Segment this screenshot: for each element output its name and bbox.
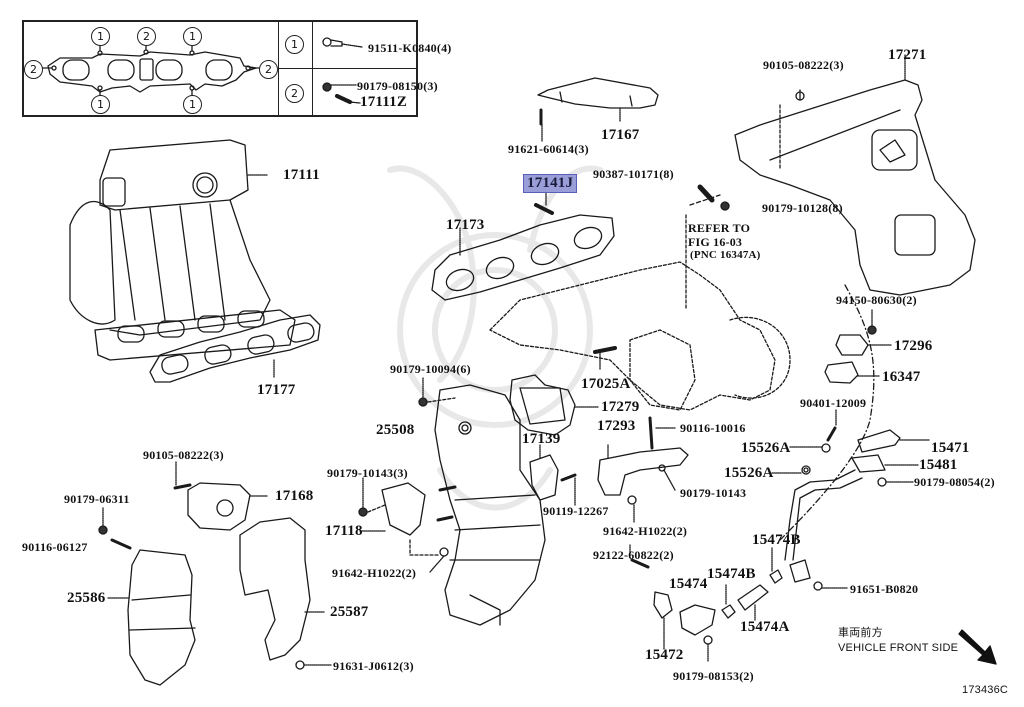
part-label[interactable]: 16347: [882, 369, 921, 385]
oil-return-hose-drawing: [629, 544, 783, 663]
part-label[interactable]: 15474A: [740, 619, 790, 635]
part-label-highlighted[interactable]: 17141J: [523, 174, 578, 193]
watermark-emblem: [387, 165, 603, 511]
refer-note-line2: FIG 16-03: [688, 235, 743, 249]
part-label[interactable]: 90401-12009: [800, 396, 867, 410]
part-label[interactable]: 25508: [376, 422, 415, 438]
part-label[interactable]: 17111Z: [360, 94, 408, 110]
intake-manifold-drawing: [69, 139, 296, 361]
part-label[interactable]: 91631-J0612(3): [333, 659, 414, 673]
part-label[interactable]: 25586: [67, 590, 106, 606]
part-label[interactable]: 91642-H1022(2): [332, 566, 417, 580]
legend-marker-circle: 1: [91, 95, 110, 114]
legend-row-marker: 1: [285, 35, 304, 54]
refer-note-line3[interactable]: (PNC 16347A): [690, 249, 761, 261]
part-label[interactable]: 90179-08054(2): [914, 475, 995, 489]
part-label[interactable]: 17271: [888, 47, 927, 63]
part-label[interactable]: 15474B: [752, 532, 801, 548]
part-label[interactable]: 15526A: [724, 465, 774, 481]
turbo-stud-bolt: [593, 184, 730, 371]
part-label[interactable]: 17025A: [581, 376, 631, 392]
part-label[interactable]: 90179-10128(8): [762, 201, 843, 215]
legend-divider: [278, 68, 416, 69]
bracket-17139-drawing: [529, 444, 577, 506]
legend-marker-circle: 2: [24, 60, 43, 79]
legend-nut-icon: [322, 82, 361, 104]
part-label[interactable]: 90179-10143(3): [327, 466, 408, 480]
legend-bolt-icon: [322, 37, 363, 48]
oil-pipe-drawing: [771, 409, 931, 591]
legend-marker-circle: 1: [183, 27, 202, 46]
diagram-id: 173436C: [962, 684, 1009, 696]
intake-gasket-drawing: [149, 314, 321, 383]
part-label[interactable]: 94150-80630(2): [836, 293, 917, 307]
part-label[interactable]: 90105-08222(3): [763, 58, 844, 72]
part-label[interactable]: 90179-10143: [680, 486, 747, 500]
part-label[interactable]: 15526A: [741, 440, 791, 456]
part-label[interactable]: 17118: [325, 523, 363, 539]
part-label[interactable]: 90119-12267: [543, 504, 609, 518]
part-label[interactable]: 90387-10171(8): [593, 167, 674, 181]
part-label[interactable]: 17139: [522, 431, 561, 447]
exhaust-gasket-drawing: [431, 189, 615, 301]
fastener-legend-table: 1 2 1 1 1 2 2 1 2: [22, 20, 418, 117]
part-label[interactable]: 91642-H1022(2): [603, 524, 688, 538]
heat-insulator-17271-drawing: [734, 54, 976, 541]
refer-note-line1: REFER TO: [688, 221, 751, 235]
part-label[interactable]: 90179-10094(6): [390, 362, 471, 376]
part-label[interactable]: 91651-B0820: [850, 582, 919, 596]
bracket-17293-drawing: [597, 416, 689, 523]
part-label[interactable]: 17168: [275, 488, 314, 504]
part-label[interactable]: 15472: [645, 647, 684, 663]
catalytic-converter-drawing: [418, 377, 546, 626]
part-label[interactable]: 91621-60614(3): [508, 142, 589, 156]
part-label[interactable]: 90179-08150(3): [357, 79, 438, 93]
legend-marker-circle: 2: [259, 60, 278, 79]
legend-row-marker: 2: [285, 84, 304, 103]
insulator-25586-drawing: [98, 507, 196, 686]
legend-marker-circle: 1: [183, 95, 202, 114]
part-label[interactable]: 90105-08222(3): [143, 448, 224, 462]
part-label[interactable]: 15471: [931, 440, 970, 456]
part-label[interactable]: 17279: [601, 399, 640, 415]
part-label[interactable]: 17173: [446, 217, 485, 233]
part-label[interactable]: 17296: [894, 338, 933, 354]
arrow-down-right-icon: [958, 629, 997, 665]
bracket-17118-drawing: [358, 477, 457, 573]
part-label[interactable]: 17177: [257, 382, 296, 398]
insulator-25587-drawing: [239, 517, 333, 670]
insulator-17168-drawing: [173, 461, 269, 531]
cover-plate-drawing: [824, 309, 893, 384]
part-label[interactable]: 90116-06127: [22, 540, 88, 554]
vehicle-front-japanese: 車両前方: [838, 627, 883, 639]
part-label[interactable]: 15474B: [707, 566, 756, 582]
heat-insulator-17167-drawing: [537, 77, 659, 143]
vehicle-front-label: VEHICLE FRONT SIDE: [838, 642, 959, 654]
part-label[interactable]: 15474: [669, 576, 708, 592]
part-label[interactable]: 15481: [919, 457, 958, 473]
part-label[interactable]: 17111: [283, 167, 320, 183]
part-label[interactable]: 91511-K0840(4): [368, 41, 452, 55]
part-label[interactable]: 17167: [601, 127, 640, 143]
part-label[interactable]: 90179-06311: [64, 492, 130, 506]
legend-marker-circle: 2: [137, 27, 156, 46]
turbo-gasket-17279-drawing: [509, 374, 599, 436]
part-label[interactable]: 90116-10016: [680, 421, 746, 435]
part-label[interactable]: 90179-08153(2): [673, 669, 754, 683]
part-label[interactable]: 25587: [330, 604, 369, 620]
part-label[interactable]: 17293: [597, 418, 636, 434]
part-label[interactable]: 92122-60822(2): [593, 548, 674, 562]
legend-marker-circle: 1: [91, 27, 110, 46]
exhaust-manifold-turbo-drawing: [489, 194, 791, 411]
